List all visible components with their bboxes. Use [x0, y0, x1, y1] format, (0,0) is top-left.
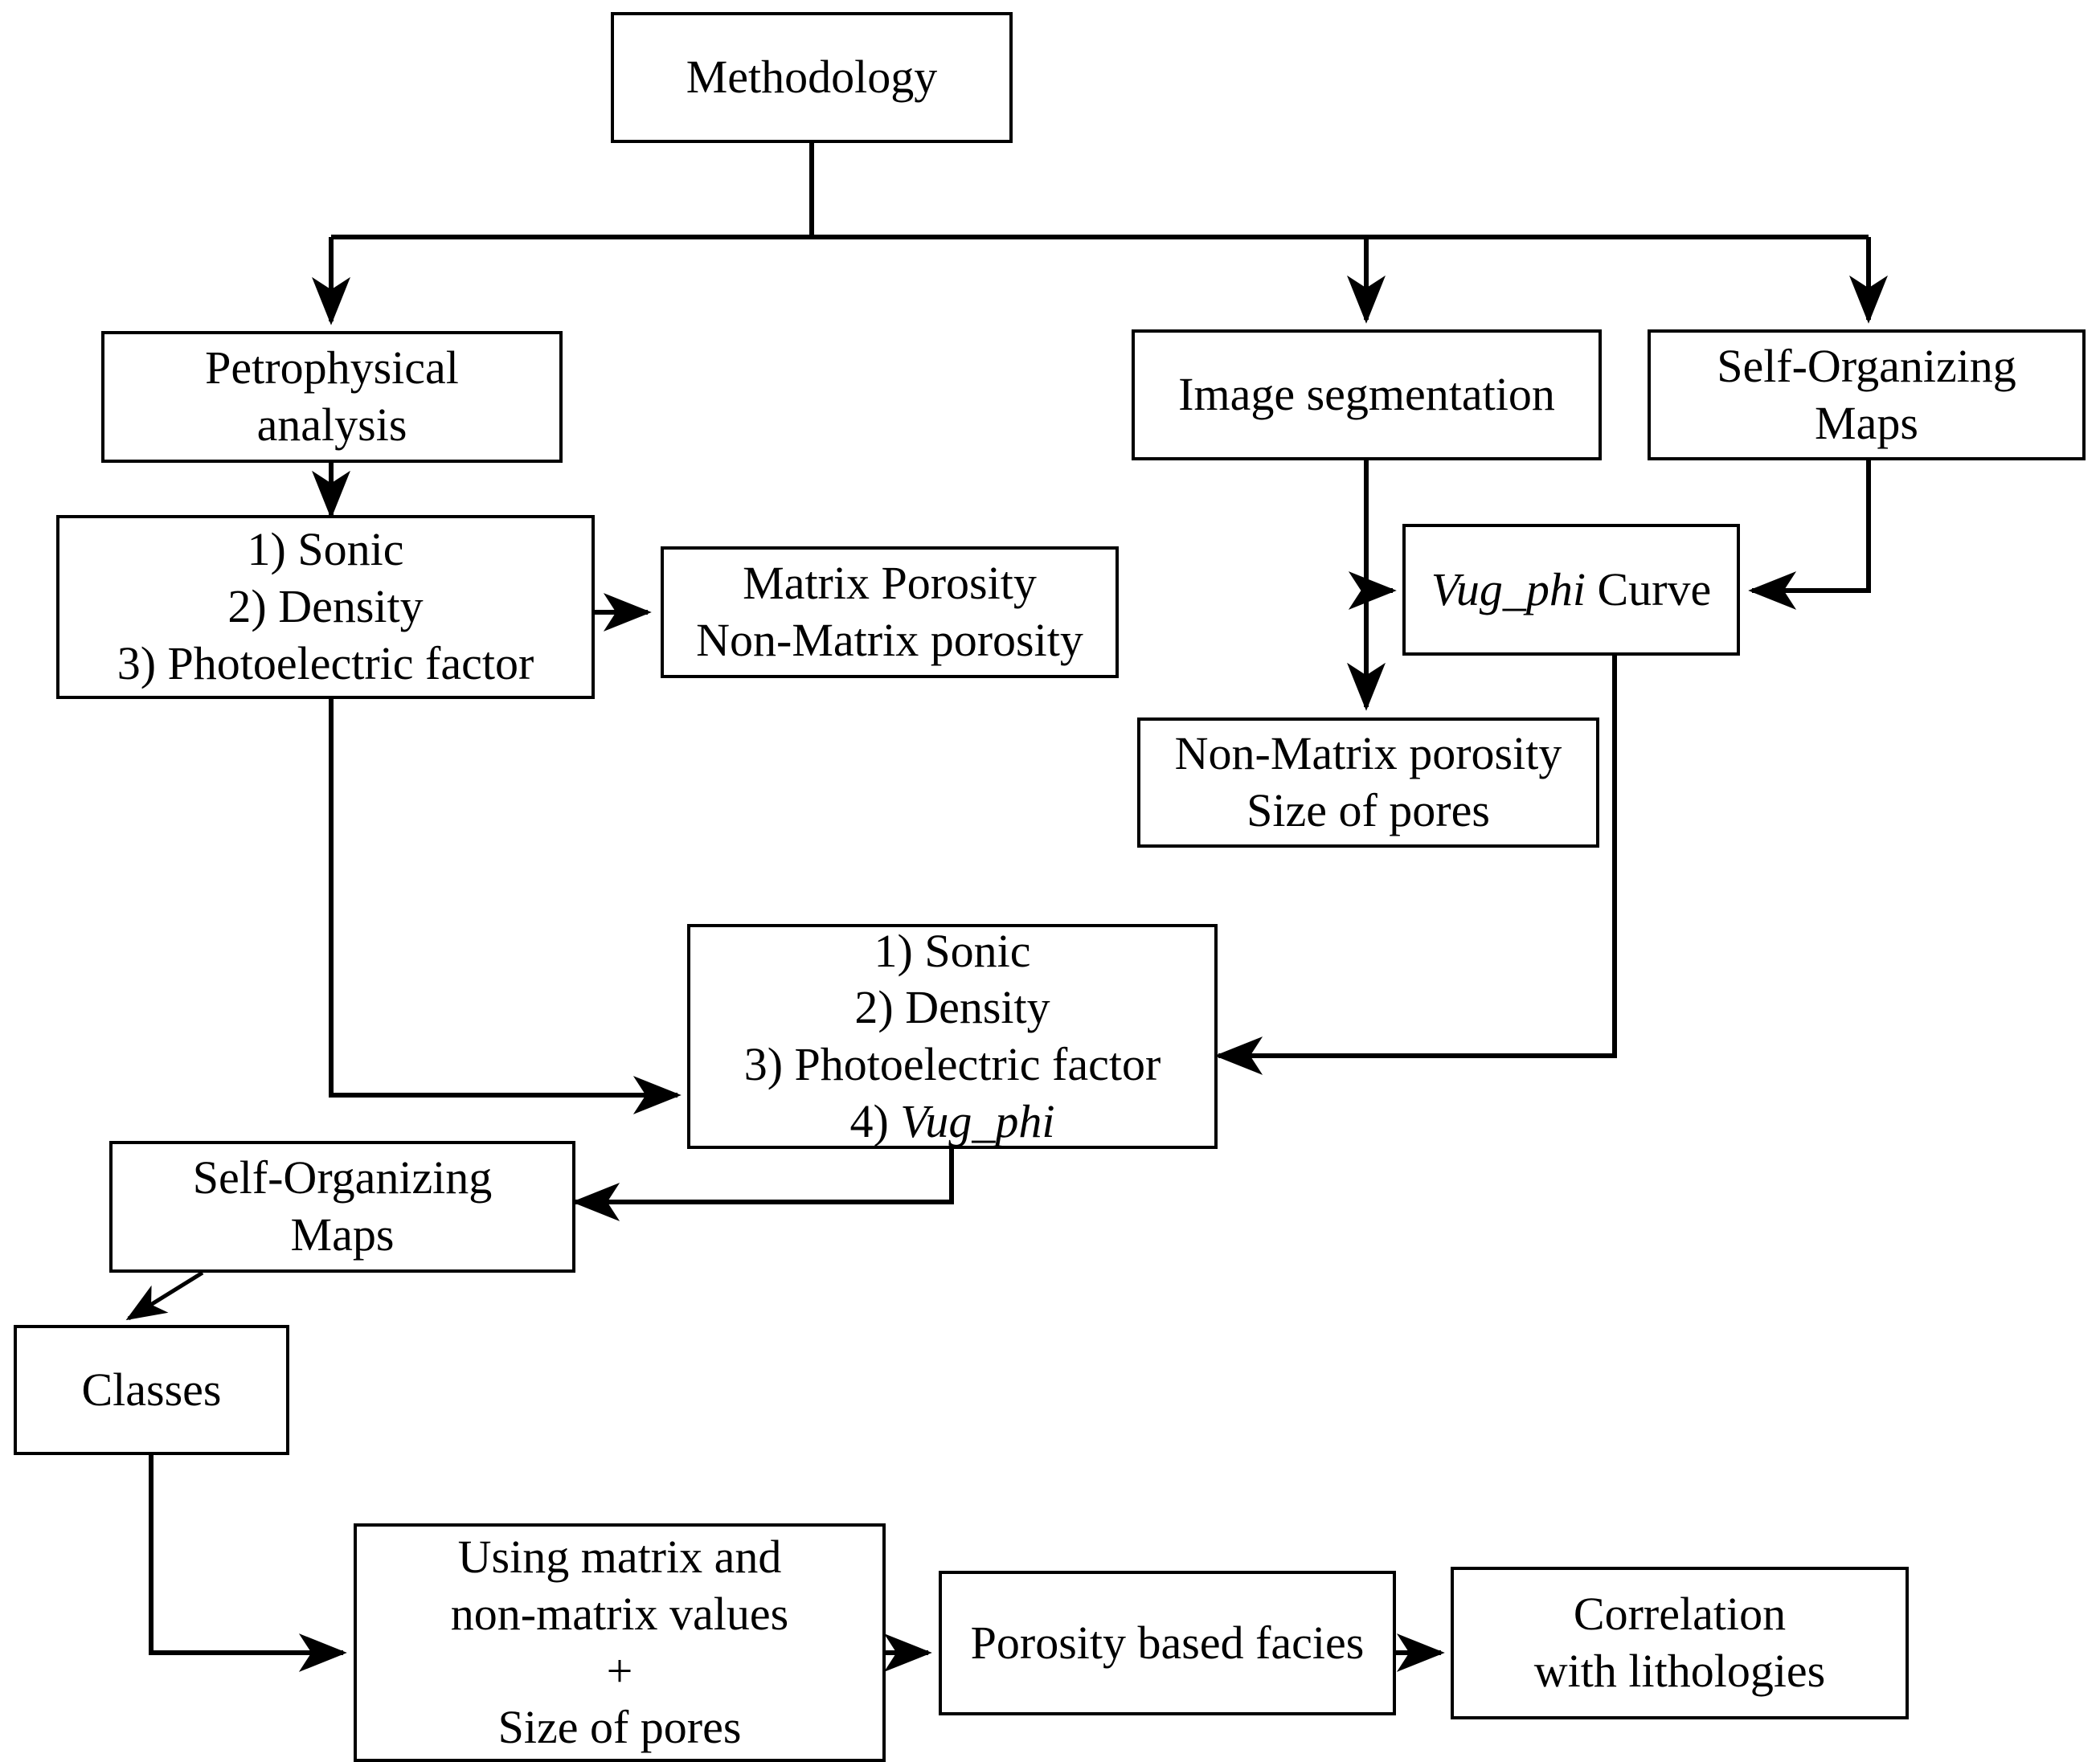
wire-logs-to-logs-four — [329, 699, 682, 1114]
node-non-matrix-porosity-line1: Non-Matrix porosity — [1174, 727, 1562, 780]
wire-vugphi-to-logs-four — [1214, 656, 1617, 1075]
node-logs-three-line2: 2) Density — [227, 580, 424, 633]
wire-classes-to-using-values — [149, 1455, 347, 1672]
node-matrix-porosity[interactable]: Matrix Porosity Non-Matrix porosity — [661, 546, 1119, 678]
node-petrophysical-line2: analysis — [256, 399, 407, 451]
node-logs-four-line2: 2) Density — [854, 981, 1050, 1034]
node-using-values-line4: Size of pores — [497, 1701, 742, 1754]
node-som-bottom-line1: Self-Organizing — [192, 1151, 493, 1204]
node-correlation-line2: with lithologies — [1533, 1645, 1826, 1697]
wire-somtop-to-vugphi — [1748, 460, 1871, 610]
node-logs-four-line4-italic: Vug_phi — [900, 1094, 1055, 1147]
node-image-segmentation[interactable]: Image segmentation — [1132, 329, 1602, 460]
node-som-bottom-line2: Maps — [290, 1208, 395, 1261]
node-logs-four-line3: 3) Photoelectric factor — [743, 1038, 1161, 1090]
node-logs-four[interactable]: 1) Sonic 2) Density 3) Photoelectric fac… — [687, 924, 1218, 1149]
node-matrix-porosity-line2: Non-Matrix porosity — [696, 614, 1083, 666]
node-classes[interactable]: Classes — [14, 1325, 289, 1455]
wire-som-bottom-to-classes — [125, 1270, 204, 1321]
node-som-bottom[interactable]: Self-Organizing Maps — [109, 1141, 575, 1273]
node-using-values[interactable]: Using matrix and non-matrix values + Siz… — [354, 1523, 886, 1762]
node-using-values-line3: + — [606, 1644, 633, 1697]
node-vug-phi-curve-rest: Curve — [1586, 562, 1712, 615]
node-logs-four-line4-prefix: 4) — [849, 1094, 901, 1147]
node-using-values-line2: non-matrix values — [450, 1587, 789, 1640]
node-porosity-based-facies-label: Porosity based facies — [970, 1616, 1365, 1669]
node-logs-three-line3: 3) Photoelectric factor — [117, 636, 534, 689]
node-using-values-line1: Using matrix and — [457, 1531, 782, 1583]
node-image-segmentation-label: Image segmentation — [1178, 368, 1555, 421]
node-correlation-lithologies[interactable]: Correlation with lithologies — [1451, 1567, 1909, 1719]
node-classes-label: Classes — [81, 1363, 222, 1416]
node-vug-phi-curve[interactable]: Vug_phi Curve — [1402, 524, 1740, 656]
node-som-top[interactable]: Self-Organizing Maps — [1648, 329, 2086, 460]
node-methodology[interactable]: Methodology — [611, 12, 1013, 143]
node-logs-three-line1: 1) Sonic — [247, 523, 404, 576]
node-matrix-porosity-line1: Matrix Porosity — [743, 557, 1037, 610]
node-petrophysical-line1: Petrophysical — [205, 341, 459, 395]
node-vug-phi-curve-italic: Vug_phi — [1431, 562, 1586, 615]
node-som-top-line1: Self-Organizing — [1717, 339, 2016, 392]
node-logs-four-line1: 1) Sonic — [874, 924, 1031, 977]
node-logs-three[interactable]: 1) Sonic 2) Density 3) Photoelectric fac… — [56, 515, 595, 699]
node-methodology-label: Methodology — [686, 51, 938, 104]
wire-logs-four-to-som-bottom — [571, 1149, 954, 1221]
node-non-matrix-porosity-line2: Size of pores — [1246, 784, 1490, 836]
node-correlation-line1: Correlation — [1573, 1588, 1787, 1641]
node-petrophysical-analysis[interactable]: Petrophysical analysis — [101, 331, 563, 463]
node-non-matrix-porosity[interactable]: Non-Matrix porosity Size of pores — [1137, 717, 1599, 848]
node-porosity-based-facies[interactable]: Porosity based facies — [939, 1571, 1396, 1715]
node-som-top-line2: Maps — [1815, 396, 1918, 449]
